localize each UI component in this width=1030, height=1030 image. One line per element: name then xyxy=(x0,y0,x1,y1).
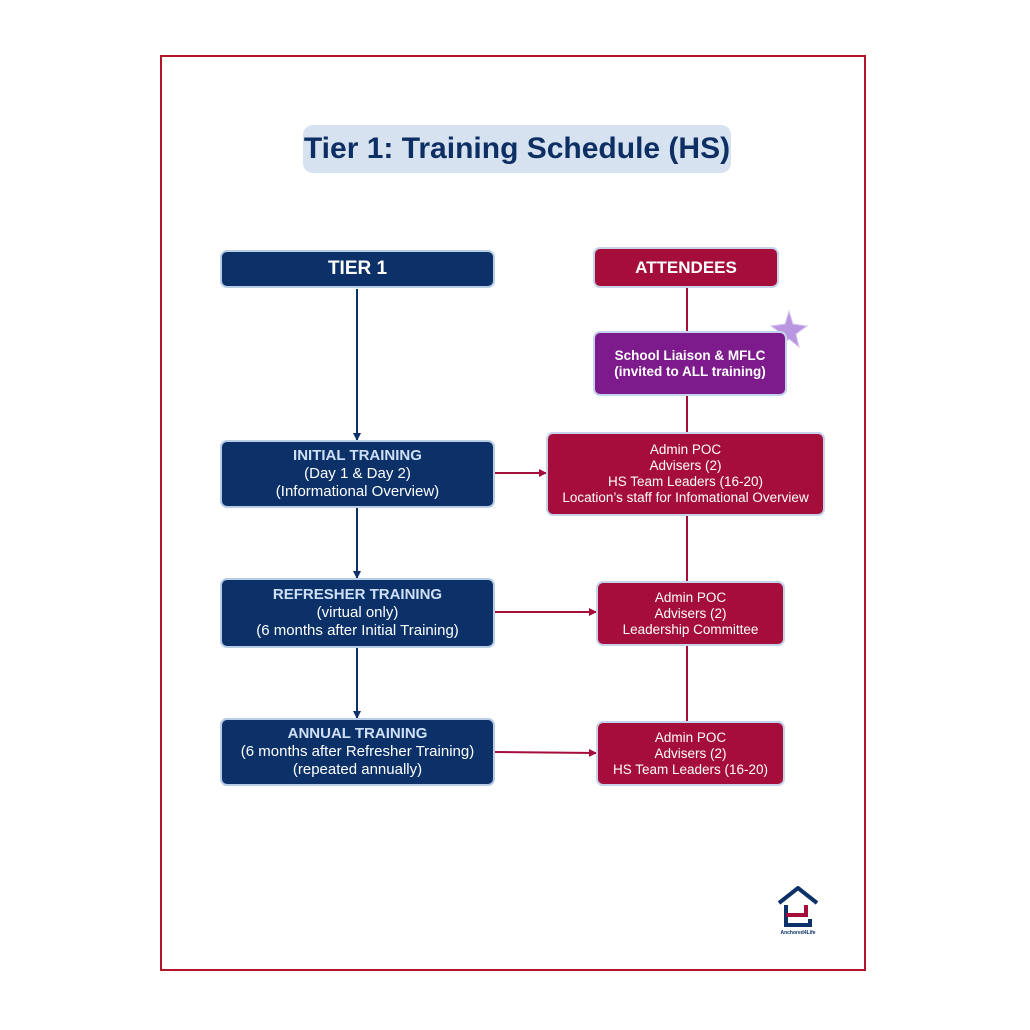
refresher-training-line2: (virtual only) xyxy=(316,604,399,621)
liaison-box: School Liaison & MFLC (invited to ALL tr… xyxy=(593,331,787,396)
tier1-header: TIER 1 xyxy=(220,250,495,288)
liaison-line2: (invited to ALL training) xyxy=(614,363,766,379)
tier1-header-label: TIER 1 xyxy=(327,258,388,279)
initial-attendee-4: Location’s staff for Infomational Overvi… xyxy=(562,490,809,505)
initial-training-line2: (Day 1 & Day 2) xyxy=(304,465,411,482)
initial-training-title: INITIAL TRAINING xyxy=(293,447,422,464)
refresher-training-line3: (6 months after Initial Training) xyxy=(256,622,459,639)
refresher-attendee-1: Admin POC xyxy=(654,589,727,605)
liaison-line1: School Liaison & MFLC xyxy=(614,347,766,363)
initial-attendees-box: Admin POC Advisers (2) HS Team Leaders (… xyxy=(546,432,825,516)
refresher-training-title: REFRESHER TRAINING xyxy=(272,586,443,603)
annual-training-line2: (6 months after Refresher Training) xyxy=(240,743,475,760)
refresher-attendees-box: Admin POC Advisers (2) Leadership Commit… xyxy=(596,581,785,646)
house-logo-icon: Anchored4Life xyxy=(777,886,819,935)
page-title: Tier 1: Training Schedule (HS) xyxy=(303,125,731,173)
attendees-header-label: ATTENDEES xyxy=(635,257,737,277)
annual-attendees-box: Admin POC Advisers (2) HS Team Leaders (… xyxy=(596,721,785,786)
initial-training-box: INITIAL TRAINING (Day 1 & Day 2) (Inform… xyxy=(220,440,495,508)
initial-attendee-3: HS Team Leaders (16-20) xyxy=(607,474,764,489)
svg-text:Anchored4Life: Anchored4Life xyxy=(780,930,815,935)
annual-attendee-2: Advisers (2) xyxy=(654,745,727,761)
annual-training-box: ANNUAL TRAINING (6 months after Refreshe… xyxy=(220,718,495,786)
initial-training-line3: (Informational Overview) xyxy=(275,483,440,500)
page-frame xyxy=(160,55,866,971)
initial-attendee-2: Advisers (2) xyxy=(649,458,722,473)
annual-attendee-3: HS Team Leaders (16-20) xyxy=(612,761,769,777)
annual-training-line3: (repeated annually) xyxy=(292,761,423,778)
annual-training-title: ANNUAL TRAINING xyxy=(287,725,428,742)
refresher-training-box: REFRESHER TRAINING (virtual only) (6 mon… xyxy=(220,578,495,648)
attendees-header: ATTENDEES xyxy=(593,247,779,288)
initial-attendee-1: Admin POC xyxy=(649,442,722,457)
annual-attendee-1: Admin POC xyxy=(654,729,727,745)
refresher-attendee-2: Advisers (2) xyxy=(654,605,727,621)
refresher-attendee-3: Leadership Committee xyxy=(622,621,759,637)
